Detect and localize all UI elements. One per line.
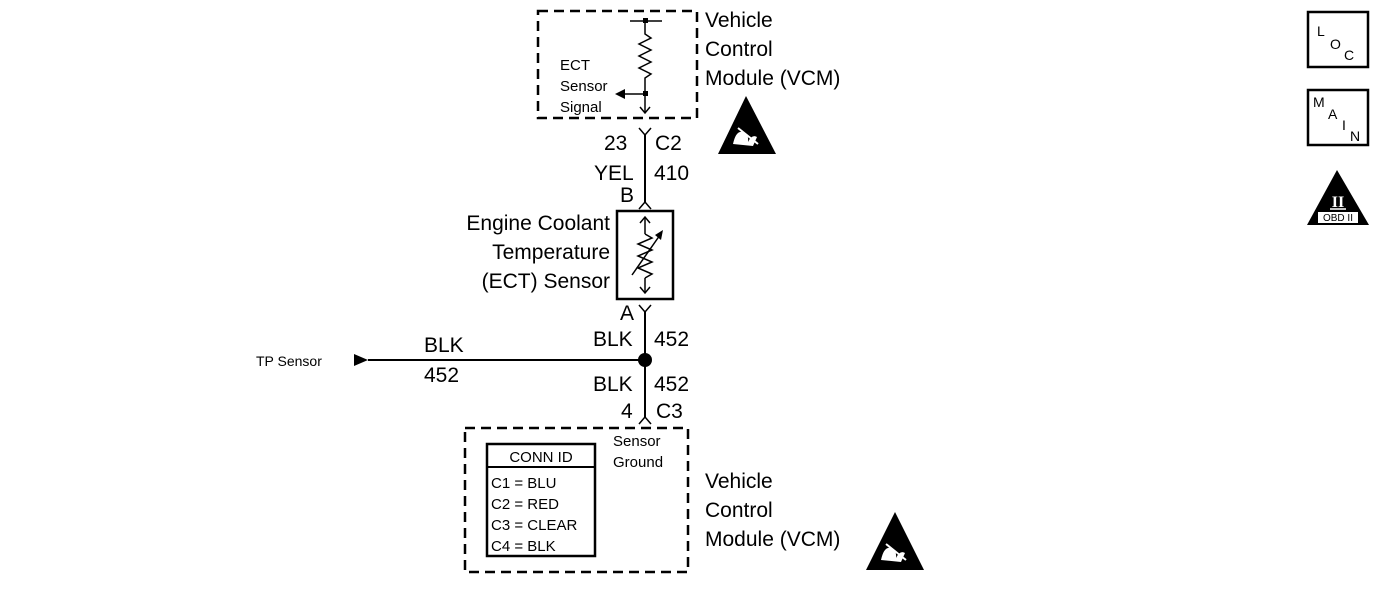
sensor-pin-b: B	[620, 184, 634, 207]
obd-ii-triangle-icon	[1307, 170, 1369, 225]
pullup-resistor-icon	[615, 18, 662, 115]
vcm-bottom-title-line2: Control	[705, 499, 773, 522]
main-letter: M	[1313, 94, 1325, 110]
ect-sensor-label-line1: Engine Coolant	[466, 212, 610, 235]
conn-id-row: C1 = BLU	[491, 475, 556, 492]
wire-mid-circuit: 452	[654, 328, 689, 351]
loc-letter: C	[1344, 47, 1354, 63]
c2-connector-name: C2	[655, 132, 682, 155]
c2-connector-symbol	[638, 127, 652, 137]
vcm-top-title-line3: Module (VCM)	[705, 67, 840, 90]
vcm-top-title-line1: Vehicle	[705, 9, 773, 32]
sensor-ground-label-line1: Sensor	[613, 433, 661, 450]
obd-ii-symbol: II	[1332, 194, 1344, 211]
ect-signal-label-line3: Signal	[560, 99, 602, 116]
wire-mid-color: BLK	[593, 328, 633, 351]
conn-id-row: C3 = CLEAR	[491, 517, 577, 534]
ect-circuit: 23 C2 YEL 410 B Engine Coolant Temperatu…	[466, 127, 689, 425]
vcm-top-title-line2: Control	[705, 38, 773, 61]
vcm-top-dashed-box	[536, 9, 699, 120]
ect-sensor-label-line2: Temperature	[492, 241, 610, 264]
tp-sensor-branch: TP Sensor BLK 452	[256, 334, 645, 387]
obd-ii-label: OBD II	[1323, 213, 1353, 224]
conn-id-row: C2 = RED	[491, 496, 559, 513]
vcm-bottom-dashed-box	[463, 426, 690, 574]
tp-wire-circuit: 452	[424, 364, 459, 387]
c3-pin-number: 4	[621, 400, 633, 423]
vcm-top-module: ECT Sensor Signal Vehicle Control Module…	[536, 9, 840, 120]
ect-sensor-icon	[615, 209, 675, 301]
wire-top-circuit: 410	[654, 162, 689, 185]
obd-ii-button[interactable]: II OBD II	[1307, 170, 1369, 225]
vcm-bottom-title-line1: Vehicle	[705, 470, 773, 493]
main-letter: N	[1350, 128, 1360, 144]
esd-warning-icon	[718, 96, 776, 154]
conn-id-table: CONN ID C1 = BLU C2 = RED C3 = CLEAR C4 …	[485, 442, 597, 558]
wire-top-color: YEL	[594, 162, 634, 185]
main-button[interactable]: M A I N	[1306, 88, 1370, 147]
ect-sensor-label-line3: (ECT) Sensor	[482, 270, 610, 293]
sensor-ground-label-line2: Ground	[613, 454, 663, 471]
tp-wire-color: BLK	[424, 334, 464, 357]
conn-id-row: C4 = BLK	[491, 538, 556, 555]
sensor-pin-a: A	[620, 302, 634, 325]
c3-connector-name: C3	[656, 400, 683, 423]
tp-sensor-label: TP Sensor	[256, 353, 322, 369]
main-letter: I	[1342, 117, 1346, 133]
vcm-bottom-module: Sensor Ground CONN ID C1 = BLU C2 = RED …	[463, 426, 840, 574]
c2-pin-number: 23	[604, 132, 627, 155]
conn-id-header: CONN ID	[509, 449, 573, 466]
c3-connector-symbol	[638, 415, 652, 425]
loc-button[interactable]: L O C	[1306, 10, 1370, 69]
loc-letter: O	[1330, 36, 1341, 52]
main-letter: A	[1328, 106, 1338, 122]
wire-bottom-color: BLK	[593, 373, 633, 396]
ect-signal-label-line2: Sensor	[560, 78, 608, 95]
esd-warning-icon	[866, 512, 924, 570]
vcm-bottom-title-line3: Module (VCM)	[705, 528, 840, 551]
ect-signal-label-line1: ECT	[560, 57, 590, 74]
loc-letter: L	[1317, 23, 1325, 39]
pin-b-connector-symbol	[638, 200, 652, 210]
pin-a-connector-symbol	[638, 304, 652, 314]
tp-sensor-arrow-icon	[354, 354, 368, 366]
wire-bottom-circuit: 452	[654, 373, 689, 396]
